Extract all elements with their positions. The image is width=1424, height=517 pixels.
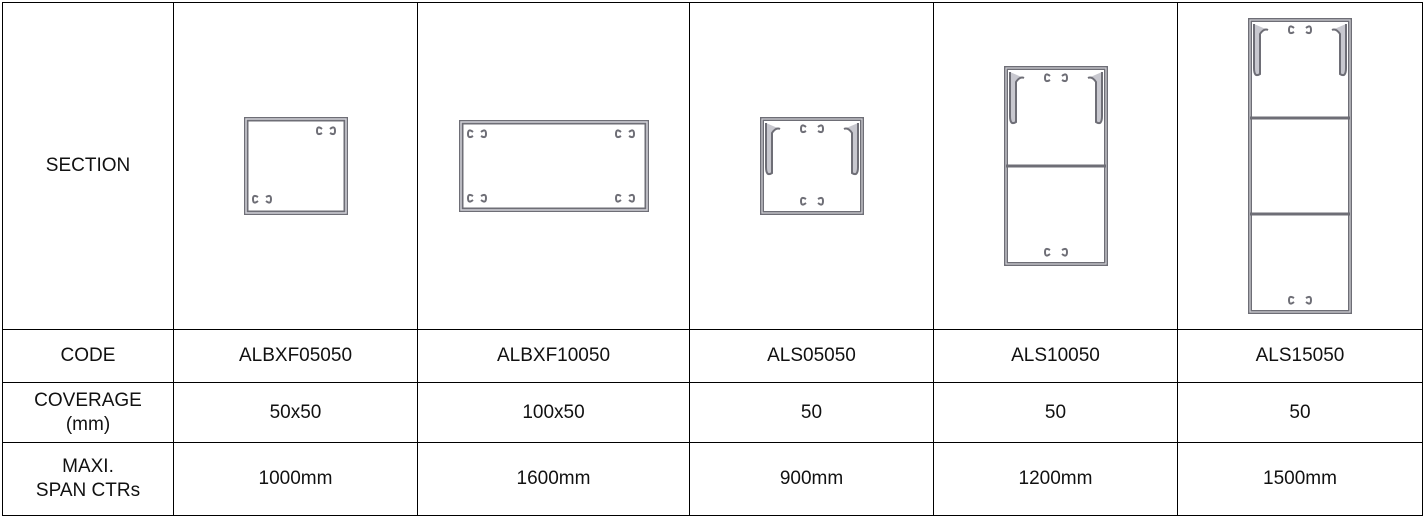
coverage-cell: 50 bbox=[1177, 382, 1423, 443]
span-cell: 1600mm bbox=[417, 442, 690, 516]
code-label: CODE bbox=[2, 329, 174, 383]
code-cell: ALBXF05050 bbox=[173, 329, 418, 383]
section-label: SECTION bbox=[2, 2, 174, 330]
profile-drawing-5 bbox=[1248, 18, 1352, 314]
coverage-label-line1: COVERAGE bbox=[34, 389, 142, 411]
code-row: CODE ALBXF05050 ALBXF10050 ALS05050 ALS1… bbox=[2, 329, 1423, 383]
profile-drawing-1 bbox=[243, 117, 348, 215]
code-cell: ALS10050 bbox=[933, 329, 1178, 383]
coverage-cell: 100x50 bbox=[417, 382, 690, 443]
span-label-line2: SPAN CTRs bbox=[35, 480, 141, 501]
section-cell-4 bbox=[933, 2, 1178, 330]
coverage-cell: 50x50 bbox=[173, 382, 418, 443]
coverage-label-line2: (mm) bbox=[65, 413, 111, 435]
profile-drawing-2 bbox=[458, 120, 649, 212]
section-row: SECTION bbox=[2, 2, 1423, 330]
coverage-row: COVERAGE (mm) 50x50 100x50 50 50 50 bbox=[2, 382, 1423, 443]
section-cell-5 bbox=[1177, 2, 1423, 330]
section-cell-2 bbox=[417, 2, 690, 330]
span-label: MAXI. SPAN CTRs bbox=[2, 442, 174, 516]
span-cell: 1000mm bbox=[173, 442, 418, 516]
span-cell: 900mm bbox=[689, 442, 934, 516]
code-cell: ALBXF10050 bbox=[417, 329, 690, 383]
section-cell-3 bbox=[689, 2, 934, 330]
coverage-cell: 50 bbox=[933, 382, 1178, 443]
coverage-label: COVERAGE (mm) bbox=[2, 382, 174, 443]
span-cell: 1200mm bbox=[933, 442, 1178, 516]
span-row: MAXI. SPAN CTRs 1000mm 1600mm 900mm 1200… bbox=[2, 442, 1423, 516]
span-label-line1: MAXI. bbox=[62, 456, 114, 478]
profile-drawing-3 bbox=[759, 117, 864, 215]
code-cell: ALS15050 bbox=[1177, 329, 1423, 383]
profile-drawing-4 bbox=[1003, 66, 1108, 266]
span-cell: 1500mm bbox=[1177, 442, 1423, 516]
section-cell-1 bbox=[173, 2, 418, 330]
code-cell: ALS05050 bbox=[689, 329, 934, 383]
coverage-cell: 50 bbox=[689, 382, 934, 443]
